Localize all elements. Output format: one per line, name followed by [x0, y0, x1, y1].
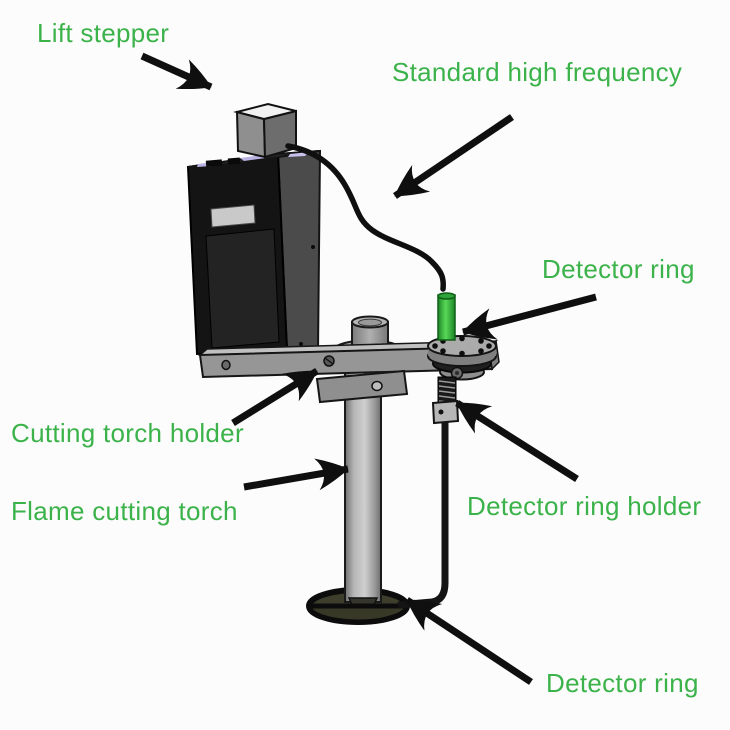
arrow-cutting-torch-holder — [231, 368, 319, 426]
detector-ring-sensor — [427, 292, 497, 381]
label-cutting-torch-holder: Cutting torch holder — [11, 418, 244, 448]
bottom-detector-ring-front — [306, 603, 410, 625]
label-flame-cutting-torch: Flame cutting torch — [11, 496, 238, 526]
arrow-standard-high-frequency — [393, 114, 514, 199]
lift-stepper-motor — [233, 102, 297, 159]
arrow-detector-ring-top — [462, 293, 597, 340]
label-detector-ring-holder: Detector ring holder — [467, 491, 702, 521]
arrow-lift-stepper — [140, 52, 213, 91]
high-frequency-controller-box — [186, 149, 322, 356]
signal-cable — [285, 143, 446, 292]
cutting-torch-holder-bracket — [197, 339, 500, 404]
arrow-detector-ring-bottom — [405, 597, 533, 685]
arrow-detector-ring-holder — [455, 400, 579, 482]
label-detector-ring-top: Detector ring — [542, 254, 695, 284]
detector-ring-holder-block — [397, 366, 464, 609]
label-lift-stepper: Lift stepper — [37, 18, 170, 48]
arrow-flame-cutting-torch — [243, 458, 349, 491]
label-standard-high-frequency: Standard high frequency — [392, 57, 683, 87]
label-detector-ring-bottom: Detector ring — [546, 668, 699, 698]
